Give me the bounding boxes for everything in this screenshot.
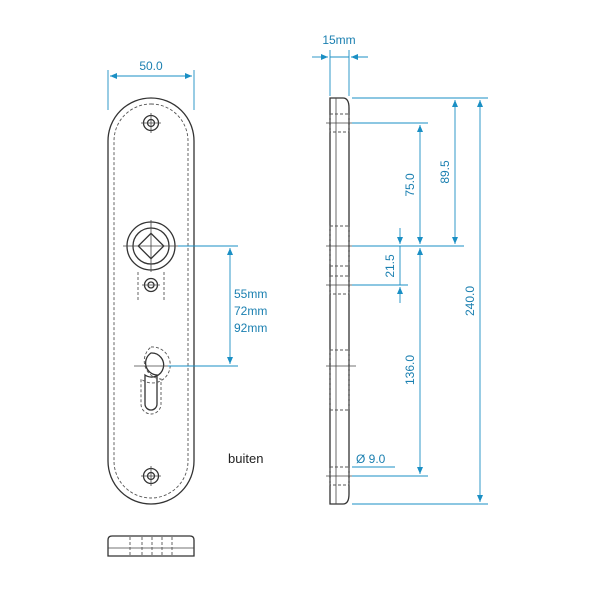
width-label: 50.0 [139,59,163,73]
handle-spindle-hole [123,220,179,272]
side-view: 15mm 240.0 89.5 75.0 21.5 [312,33,488,505]
bottom-view [107,535,195,557]
total-height-dimension: 240.0 [463,100,483,502]
side-plate-outline [329,97,350,505]
width-dimension: 50.0 [107,59,195,110]
distance-label-55: 55mm [234,287,267,301]
plate-inner-edge [113,103,189,499]
side-top-screw [326,113,356,133]
distance-label-92: 92mm [234,321,267,335]
lower-dimension: 136.0 [403,248,423,474]
side-handle-hole [326,225,356,267]
plate-outline [107,97,195,505]
hole-diameter-label: Ø 9.0 [356,452,386,466]
thickness-dimension: 15mm [312,33,368,96]
side-middle-screw [326,275,356,295]
upper-label: 89.5 [438,160,452,184]
cylinder-cutout [134,346,171,415]
lower-label: 136.0 [403,355,417,385]
center-distance-dimension: 55mm 72mm 92mm [168,245,267,367]
thickness-label: 15mm [322,33,355,47]
total-height-label: 240.0 [463,286,477,316]
distance-label-72: 72mm [234,304,267,318]
side-bottom-screw [326,466,356,486]
side-cylinder-cutout [326,349,356,411]
upper-dimension: 89.5 [438,100,458,244]
hole-diameter-callout: Ø 9.0 [352,452,395,468]
middle-label: 75.0 [403,173,417,197]
small-label: 21.5 [383,254,397,278]
top-screw-hole [141,113,161,133]
side-label: buiten [228,451,263,466]
middle-dimension: 75.0 [403,125,423,244]
middle-screw-hole [142,277,160,293]
bottom-screw-hole [141,466,161,486]
small-dimension: 21.5 [383,228,403,303]
front-view: 50.0 55mm 72mm 92mm buiten [107,59,267,505]
